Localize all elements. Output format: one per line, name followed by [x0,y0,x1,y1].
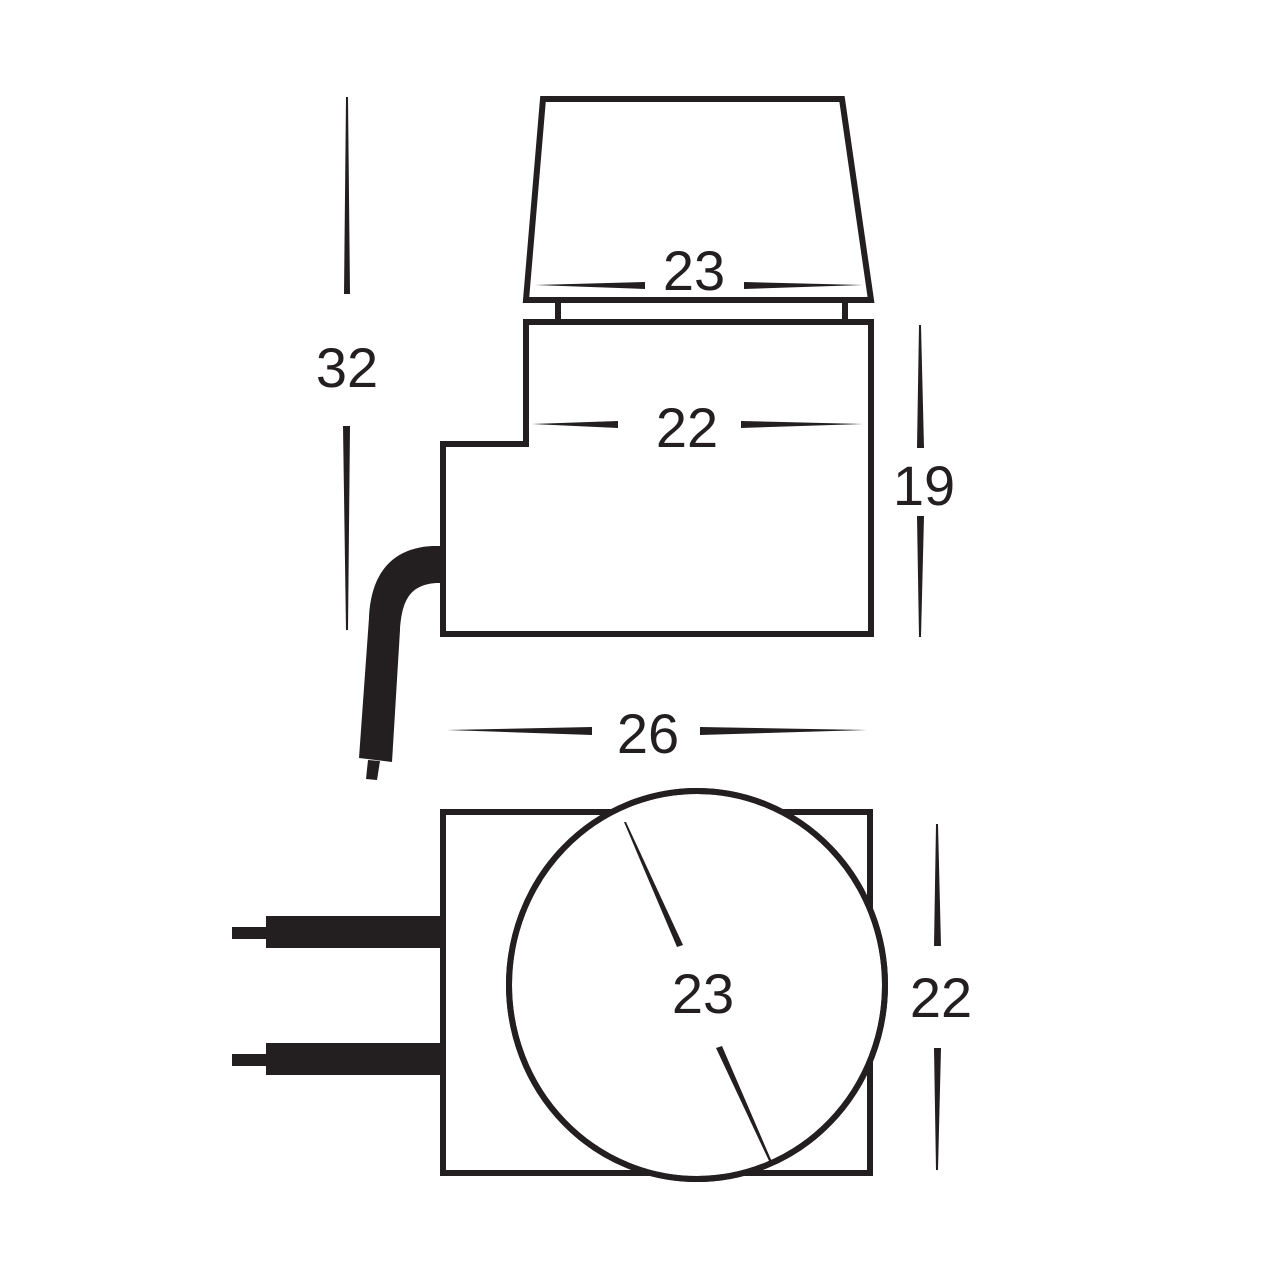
dim-upper-body-width: 22 [532,396,863,459]
dim-label-upper-body-width: 22 [656,396,718,459]
cable-1 [232,916,444,948]
dim-body-height: 19 [893,325,955,637]
dim-label-cap-width: 23 [663,239,725,302]
dim-cap-width: 23 [535,239,863,302]
dim-body-depth: 22 [910,824,972,1170]
cable-tip [366,760,380,780]
bent-cable [359,546,443,762]
dim-label-overall-height: 32 [316,336,378,399]
dim-label-base-width: 26 [617,702,679,765]
side-view: 32 23 22 19 26 [316,96,955,780]
dim-label-body-depth: 22 [910,966,972,1029]
cap-spacer [555,300,848,322]
dim-overall-height: 32 [316,97,378,630]
dim-label-body-height: 19 [893,454,955,517]
stepped-body [440,319,874,637]
top-view: 23 22 [232,788,972,1182]
dim-cap-diameter: 23 [624,822,772,1163]
dim-label-cap-diameter: 23 [672,962,734,1025]
tapered-cap [522,96,875,303]
dim-base-width: 26 [447,702,867,765]
cable-2 [232,1043,444,1075]
